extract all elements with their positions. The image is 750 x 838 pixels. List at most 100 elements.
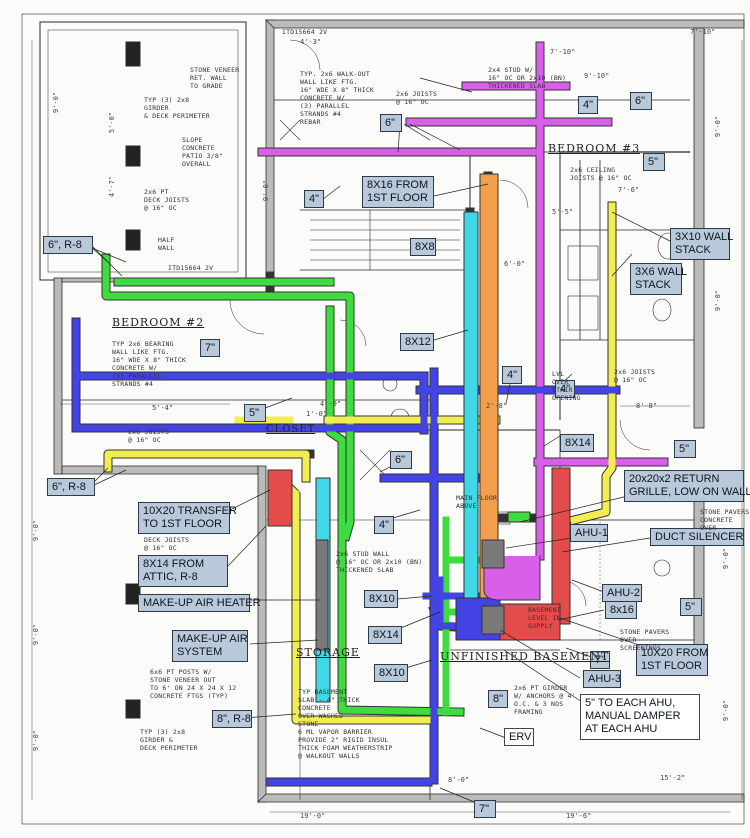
callout-8x14-lower: 8X14 bbox=[368, 626, 402, 644]
dim-mid-3: 9'-0" bbox=[262, 180, 270, 202]
dim-left-3: 4'-7" bbox=[108, 176, 116, 198]
note-joists-top: 2x6 PT DECK JOISTS @ 16" OC bbox=[144, 188, 190, 212]
note-stone-pavers: STONE PAVERS OVER SCREENINGS bbox=[620, 628, 670, 652]
callout-8x16: 8x16 bbox=[605, 601, 637, 619]
callout-8in-lower: 8" bbox=[488, 690, 508, 708]
callout-7in-lower: 7" bbox=[590, 651, 610, 669]
callout-3x6-wall-stack: 3X6 WALL STACK bbox=[630, 263, 687, 295]
room-label-bedroom2: BEDROOM #2 bbox=[112, 316, 205, 329]
dim-top-7: 9'-10" bbox=[584, 72, 610, 80]
note-walkout-wall: TYP. 2x6 WALK-OUT WALL LIKE FTG. 16" WDE… bbox=[300, 70, 375, 126]
callout-5in-right: 5" bbox=[643, 153, 665, 171]
note-slope-patio: SLOPE CONCRETE PATIO 3/8" OVERALL bbox=[182, 136, 224, 168]
note-pavers-right: STONE PAVERS CONCRETE OVER bbox=[700, 508, 750, 532]
dim-left-4: 9'-0" bbox=[32, 520, 40, 542]
dim-left-6: 9'-0" bbox=[32, 730, 40, 752]
note-stud-top: 2x4 STUD W/ 16" OC OR 2x10 (BN) THICKENE… bbox=[488, 66, 567, 90]
dim-right-2: 9'-0" bbox=[714, 290, 722, 312]
note-pt-posts: 6x6 PT POSTS W/ STONE VENEER OUT TO 6' O… bbox=[150, 668, 237, 700]
note-ceiling-joists: 2x6 CEILING JOISTS @ 16" OC bbox=[570, 166, 632, 182]
note-typ-girder-bottom: TYP (3) 2x8 GIRDER & DECK PERIMETER bbox=[140, 728, 198, 752]
note-joists-bed2: 2x6 JOISTS @ 16" OC bbox=[128, 428, 170, 444]
note-typ-basement-slab: TYP BASEMENT SLAB - 4" THICK CONCRETE OV… bbox=[298, 688, 393, 760]
note-typ-girder-top: TYP (3) 2x8 GIRDER & DECK PERIMETER bbox=[144, 96, 210, 120]
callout-4in-ahu: 4" bbox=[374, 516, 394, 534]
note-girder-right: 2x6 PT GIRDER W/ ANCHORS @ 4' O.C. & 3 N… bbox=[514, 684, 576, 716]
room-label-bedroom3: BEDROOM #3 bbox=[548, 142, 641, 155]
note-half-wall: HALF WALL bbox=[158, 236, 175, 252]
callout-makeup-air-heater: MAKE-UP AIR HEATER bbox=[138, 594, 261, 612]
callout-ahu2: AHU-2 bbox=[602, 584, 642, 602]
note-itd-2: ITD15664 2V bbox=[168, 264, 214, 272]
dim-bed2: 5'-4" bbox=[152, 404, 174, 412]
dim-top-1: 4'-3" bbox=[300, 38, 322, 46]
callout-3x10-wall-stack: 3X10 WALL STACK bbox=[670, 228, 733, 260]
callout-makeup-air-system: MAKE-UP AIR SYSTEM bbox=[172, 630, 248, 662]
note-joists-right: 2x6 JOISTS @ 16" OC bbox=[614, 368, 656, 384]
dim-right-1: 9'-0" bbox=[714, 116, 722, 138]
note-bearing-wall: TYP 2x6 BEARING WALL LIKE FTG. 16" WDE X… bbox=[112, 340, 187, 388]
note-itd-1: ITD15664 2V bbox=[282, 28, 328, 36]
callout-6in-r8-left: 6", R-8 bbox=[47, 478, 95, 496]
dim-bottom-1: 19'-0" bbox=[300, 812, 326, 820]
callout-7in-bottom: 7" bbox=[474, 800, 496, 818]
callout-4in-left-shaft: 4" bbox=[502, 366, 522, 384]
dim-mid-6: 9'-0" bbox=[722, 548, 730, 570]
callout-5in-right2: 5" bbox=[674, 440, 696, 458]
callout-8x14-right: 8X14 bbox=[560, 434, 594, 452]
dim-mid-4: 1'-0" bbox=[306, 410, 328, 418]
callout-4in-mid: 4" bbox=[304, 190, 324, 208]
note-lvl-stair: LVL OVER STAIR OPENING bbox=[552, 370, 581, 402]
dim-top-4: 8'-8" bbox=[636, 402, 658, 410]
callout-10x20-from-1st: 10X20 FROM 1ST FLOOR bbox=[636, 644, 708, 676]
room-label-closet: CLOSET bbox=[266, 424, 316, 435]
dim-top-5: 7'-6" bbox=[618, 186, 640, 194]
callout-return-grille: 20x20x2 RETURN GRILLE, LOW ON WALL bbox=[624, 470, 750, 502]
callout-8x16-from-1st: 8X16 FROM 1ST FLOOR bbox=[362, 176, 434, 208]
dim-mid-2: 2'-8" bbox=[486, 402, 508, 410]
dim-left-5: 9'-0" bbox=[32, 624, 40, 646]
callout-10x20-transfer: 10X20 TRANSFER TO 1ST FLOOR bbox=[138, 502, 237, 534]
callout-4in-top: 4" bbox=[578, 96, 598, 114]
callout-8x10-b: 8X10 bbox=[374, 664, 408, 682]
callout-5in-to-each-ahu: 5" TO EACH AHU, MANUAL DAMPER AT EACH AH… bbox=[580, 694, 700, 740]
note-main-floor: MAIN FLOOR ABOVE bbox=[456, 494, 498, 510]
callout-6in-top: 6" bbox=[630, 92, 652, 110]
callout-4in-right-shaft: 4" bbox=[555, 380, 575, 398]
dim-mid-1: 6'-0" bbox=[504, 260, 526, 268]
callout-8in-r8-lower: 8", R-8 bbox=[212, 710, 252, 728]
room-label-unfinished-basement: UNFINISHED BASEMENT bbox=[440, 650, 610, 663]
callout-6in-r8-upper: 6", R-8 bbox=[43, 236, 93, 254]
callout-8x10-a: 8X10 bbox=[364, 590, 398, 608]
dim-mid-7: 9'-0" bbox=[722, 700, 730, 722]
ductwork bbox=[71, 41, 669, 787]
note-stud-mid: 2x6 STUD WALL @ 16" OC OR 2x10 (BN) THIC… bbox=[336, 550, 423, 574]
note-basement-level: BASEMENT LEVEL IN SUPPLY bbox=[528, 606, 561, 630]
callout-5in-hall: 5" bbox=[244, 404, 266, 422]
callout-5in-ahu2: 5" bbox=[680, 598, 702, 616]
callout-ahu3: AHU-3 bbox=[583, 670, 621, 688]
room-label-storage: STORAGE bbox=[296, 646, 360, 659]
dim-bottom-4: 15'-2" bbox=[660, 774, 686, 782]
callout-8x14-from-attic: 8X14 FROM ATTIC, R-8 bbox=[138, 555, 228, 587]
callout-7in-bedroom2: 7" bbox=[200, 339, 220, 357]
note-stone-veneer: STONE VENEER RET. WALL TO GRADE bbox=[190, 66, 240, 90]
callout-erv: ERV bbox=[504, 728, 534, 746]
dim-top-3: 7'-10" bbox=[550, 48, 576, 56]
dim-top-2: 5'-5" bbox=[552, 208, 574, 216]
dim-bottom-2: 19'-6" bbox=[566, 812, 592, 820]
dim-left-2: 5'-0" bbox=[108, 112, 116, 134]
dim-top-6: 7'-10" bbox=[690, 28, 716, 36]
callout-duct-silencer: DUCT SILENCER bbox=[650, 528, 744, 546]
dim-mid-5: 4'-0" bbox=[320, 400, 342, 408]
callout-6in-hall: 6" bbox=[390, 451, 412, 469]
callout-8x8: 8X8 bbox=[410, 238, 436, 256]
callout-6in-upper: 6" bbox=[380, 114, 402, 132]
callout-8x12: 8X12 bbox=[400, 333, 434, 351]
note-joists-top2: 2x6 JOISTS @ 16" OC bbox=[396, 90, 438, 106]
note-deck-joists-left: DECK JOISTS @ 16" OC bbox=[144, 536, 190, 552]
dim-bottom-3: 8'-0" bbox=[448, 776, 470, 784]
callout-ahu1: AHU-1 bbox=[570, 524, 608, 542]
